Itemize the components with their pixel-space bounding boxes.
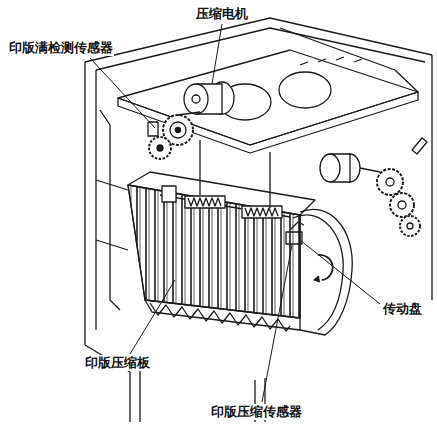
plate-label: 印版压缩板 (84, 355, 151, 371)
sensor-label: 印版压缩传感器 (210, 404, 303, 420)
left-gears (148, 112, 200, 159)
drive-plate-label: 传动盘 (382, 301, 423, 317)
housing (85, 18, 432, 422)
compression-motor (184, 82, 234, 114)
drive-gears (320, 138, 427, 236)
motor-label: 压缩电机 (195, 6, 249, 22)
leader-lines (90, 24, 380, 402)
compression-plate (128, 140, 315, 331)
top-plate (118, 28, 418, 153)
sensor-label: 印版满检测传感器 (8, 40, 114, 56)
